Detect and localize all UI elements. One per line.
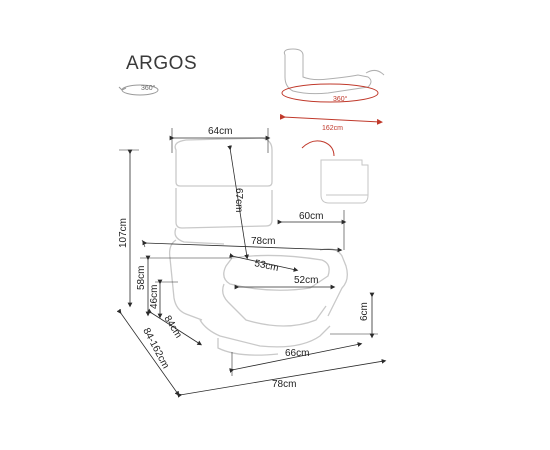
svg-text:58cm: 58cm — [136, 266, 147, 290]
svg-text:52cm: 52cm — [294, 275, 318, 286]
backrest-width-dimension: 64cm — [169, 126, 271, 153]
backrest-height-dimension: 67cm — [227, 145, 250, 260]
svg-text:67cm: 67cm — [233, 188, 244, 212]
chair-rotation-label: 360° — [333, 95, 348, 103]
svg-text:53cm: 53cm — [253, 258, 279, 274]
svg-text:64cm: 64cm — [208, 126, 232, 137]
seat-width-dimension: 52cm — [234, 275, 336, 290]
rotation-360-icon: 360° — [118, 84, 159, 96]
svg-text:107cm: 107cm — [118, 218, 129, 248]
svg-text:6cm: 6cm — [359, 302, 370, 321]
svg-text:60cm: 60cm — [299, 211, 323, 222]
rotation-360-label: 360° — [141, 84, 156, 92]
total-height-dimension: 107cm — [118, 149, 139, 308]
svg-text:46cm: 46cm — [149, 285, 160, 309]
swivel-chair-thumbnail — [281, 48, 385, 103]
svg-text:84cm: 84cm — [161, 314, 183, 341]
reclined-length-dimension: 162cm — [279, 113, 383, 132]
svg-text:78cm: 78cm — [251, 236, 275, 247]
seat-depth-dimension: 60cm — [277, 210, 347, 250]
svg-text:162cm: 162cm — [322, 125, 343, 132]
svg-text:84-162cm: 84-162cm — [140, 326, 171, 370]
total-width-dimension: 78cm — [141, 236, 343, 253]
base-width-dimension: 66cm — [229, 342, 363, 376]
recline-side-thumbnail — [301, 140, 369, 204]
bottom-width-dimension: 78cm — [177, 359, 387, 398]
seat-diagonal-dimension: 53cm — [229, 253, 299, 274]
base-height-dimension: 6cm — [330, 292, 378, 339]
svg-text:78cm: 78cm — [272, 379, 296, 390]
seat-height-dimension: 58cm — [136, 255, 232, 317]
product-title: ARGOS — [126, 53, 198, 74]
svg-text:66cm: 66cm — [285, 348, 309, 359]
